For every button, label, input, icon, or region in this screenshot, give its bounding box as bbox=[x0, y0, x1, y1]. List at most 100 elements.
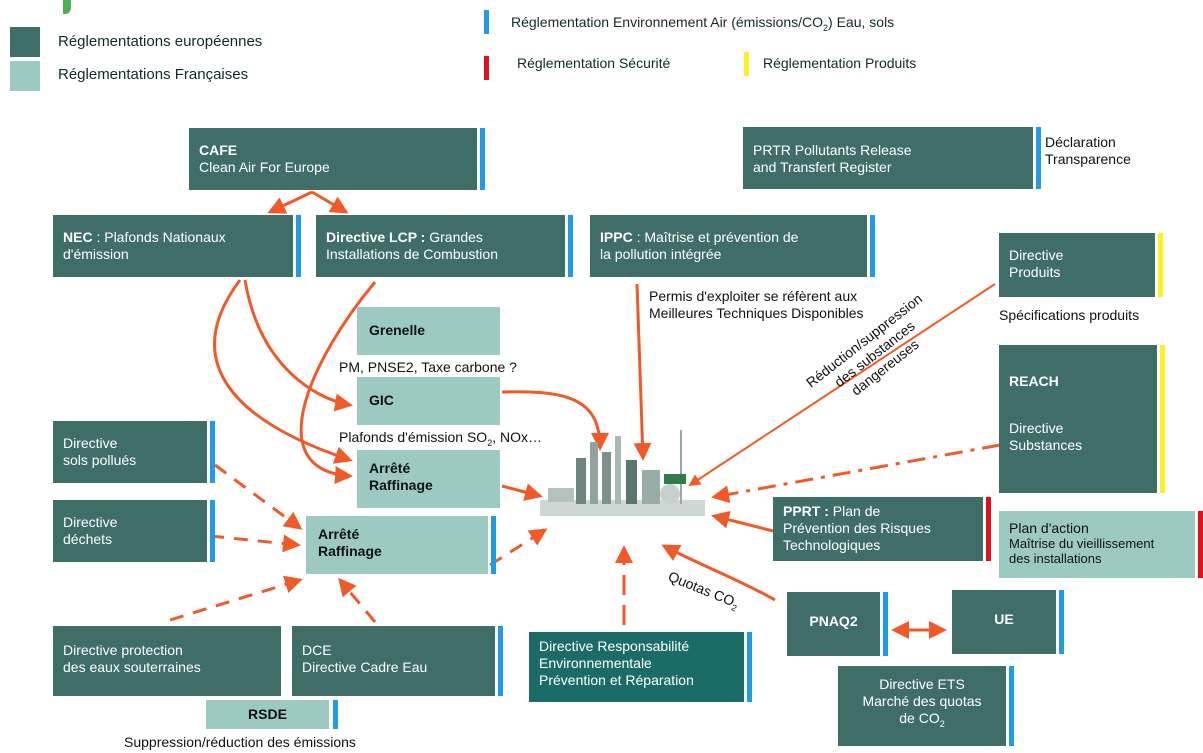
marker-lcp bbox=[568, 215, 573, 277]
box-arrete1: Arrêté Raffinage bbox=[357, 450, 500, 508]
marker-ue bbox=[1059, 590, 1064, 654]
legend-fr-label: Réglementations Françaises bbox=[58, 66, 249, 83]
box-ue-title: UE bbox=[994, 611, 1014, 627]
box-arrete1-line1: Arrêté bbox=[369, 460, 411, 476]
box-reach-line2: Substances bbox=[1009, 437, 1083, 453]
legend-env-end: ) Eau, sols bbox=[828, 14, 895, 30]
legend-swatch-eu bbox=[10, 27, 40, 57]
box-prtr-line2: and Transfert Register bbox=[753, 159, 892, 175]
arrow-lcp-arrete1 bbox=[299, 281, 377, 484]
box-plan-line2: Maîtrise du vieillissement bbox=[1009, 536, 1155, 551]
box-pprt-line3: Technologiques bbox=[783, 537, 881, 553]
marker-rsde bbox=[333, 700, 338, 729]
marker-plan bbox=[1198, 511, 1203, 578]
box-reach-line1: Directive bbox=[1009, 420, 1064, 436]
box-produits-line1: Directive bbox=[1009, 247, 1064, 263]
box-reach-title: REACH bbox=[1009, 373, 1059, 389]
box-grenelle: Grenelle bbox=[357, 307, 500, 355]
refinery-icon bbox=[540, 430, 705, 516]
box-pnaq-title: PNAQ2 bbox=[809, 613, 858, 629]
box-ets-line2: Marché des quotas bbox=[862, 693, 982, 709]
marker-ippc bbox=[870, 215, 875, 277]
caption-plafonds-text: Plafonds d'émission SO bbox=[339, 429, 488, 445]
box-arrete2-line2: Raffinage bbox=[318, 543, 382, 559]
box-plan-line3: des installations bbox=[1009, 551, 1102, 566]
box-sols-line2: sols pollués bbox=[63, 452, 137, 468]
caption-plafonds-sub: 2 bbox=[487, 437, 493, 448]
box-dre-line3: Prévention et Réparation bbox=[539, 672, 694, 688]
box-gic-title: GIC bbox=[369, 392, 394, 408]
box-ippc-line1: IPPC : Maîtrise et prévention de bbox=[600, 229, 857, 246]
box-pprt-line2: Prévention des Risques bbox=[783, 520, 931, 536]
box-ets-line1: Directive ETS bbox=[879, 676, 965, 692]
legend-swatch-fr bbox=[10, 61, 40, 91]
arrow-arrete1-refinery bbox=[501, 483, 543, 501]
box-lcp-title: Directive LCP : bbox=[326, 229, 426, 245]
box-nec: NEC : Plafonds Nationaux d'émission bbox=[53, 215, 293, 277]
arrow-gic-refinery bbox=[501, 390, 609, 451]
box-pprt-line1: PPRT : Plan de bbox=[783, 503, 973, 520]
arrow-dechets-arrete2 bbox=[209, 534, 301, 553]
refinery-illustration bbox=[540, 430, 705, 520]
marker-produits bbox=[1158, 233, 1163, 297]
box-prtr: PRTR Pollutants Release and Transfert Re… bbox=[743, 127, 1033, 189]
arrow-dce-arrete2 bbox=[338, 577, 377, 623]
arrow-produits-refinery bbox=[688, 283, 996, 487]
arrow-pprt-refinery bbox=[711, 510, 774, 533]
box-prtr-line1: PRTR Pollutants Release bbox=[753, 142, 912, 158]
box-dre: Directive Responsabilité Environnemental… bbox=[529, 632, 744, 702]
box-pprt-title: PPRT : bbox=[783, 503, 829, 519]
box-reach: REACH Directive Substances bbox=[999, 345, 1157, 493]
box-ue: UE bbox=[952, 590, 1056, 654]
box-plan-line1: Plan d'action bbox=[1009, 520, 1089, 536]
box-dre-line1: Directive Responsabilité bbox=[539, 638, 690, 654]
box-nec-line2: d'émission bbox=[63, 246, 129, 262]
box-grenelle-title: Grenelle bbox=[369, 322, 426, 338]
marker-ets bbox=[1009, 666, 1014, 746]
box-ippc: IPPC : Maîtrise et prévention de la poll… bbox=[590, 215, 867, 277]
box-nec-text: : Plafonds Nationaux bbox=[92, 229, 226, 245]
marker-sols bbox=[210, 421, 215, 483]
box-sols: Directive sols pollués bbox=[53, 421, 207, 483]
arrow-sols-arrete2 bbox=[214, 463, 303, 530]
legend-env-label: Réglementation Environnement Air (émissi… bbox=[511, 14, 894, 33]
box-nec-line1: NEC : Plafonds Nationaux bbox=[63, 229, 283, 246]
box-nec-title: NEC bbox=[63, 229, 93, 245]
logo-mark bbox=[63, 0, 71, 14]
legend-env-sub: 2 bbox=[823, 22, 829, 33]
caption-permis-line2: Meilleures Techniques Disponibles bbox=[649, 305, 864, 321]
legend-eu-label: Réglementations européennes bbox=[58, 33, 263, 50]
marker-dechets bbox=[210, 500, 215, 562]
box-plan: Plan d'action Maîtrise du vieillissement… bbox=[999, 511, 1195, 578]
prtr-note-line2: Transparence bbox=[1045, 151, 1131, 167]
box-lcp-line2: Installations de Combustion bbox=[326, 246, 498, 262]
box-pnaq: PNAQ2 bbox=[787, 592, 880, 656]
prtr-note-line1: Déclaration bbox=[1045, 134, 1116, 150]
box-ippc-title: IPPC bbox=[600, 229, 633, 245]
box-dce-line1: DCE bbox=[302, 642, 332, 658]
box-eaux: Directive protection des eaux souterrain… bbox=[53, 626, 281, 696]
box-arrete2: Arrêté Raffinage bbox=[306, 516, 488, 574]
arrow-nec-gic bbox=[243, 279, 353, 412]
arrow-nec-arrete1 bbox=[213, 279, 353, 464]
box-cafe-title: CAFE bbox=[199, 142, 238, 158]
box-dre-line2: Environnementale bbox=[539, 655, 652, 671]
marker-dre bbox=[747, 632, 752, 702]
legend-produits-label: Réglementation Produits bbox=[763, 55, 917, 71]
arrow-quotas-refinery bbox=[661, 544, 776, 602]
arrow-reach-refinery bbox=[711, 443, 1001, 504]
box-rsde: RSDE bbox=[206, 700, 329, 729]
marker-arrete2 bbox=[491, 516, 496, 574]
legend-env-text: Réglementation Environnement Air (émissi… bbox=[511, 14, 824, 30]
marker-prtr bbox=[1036, 127, 1041, 189]
box-pprt: PPRT : Plan de Prévention des Risques Te… bbox=[773, 497, 983, 561]
arrow-cafe-nec bbox=[267, 190, 313, 214]
box-lcp-text: Grandes bbox=[425, 229, 483, 245]
marker-pprt bbox=[986, 497, 991, 561]
arrow-arrete2-refinery bbox=[489, 528, 548, 567]
box-cafe-text: Clean Air For Europe bbox=[199, 159, 330, 175]
caption-pm: PM, PNSE2, Taxe carbone ? bbox=[339, 359, 517, 375]
box-dechets-line1: Directive bbox=[63, 514, 118, 530]
box-lcp: Directive LCP : Grandes Installations de… bbox=[316, 215, 565, 277]
